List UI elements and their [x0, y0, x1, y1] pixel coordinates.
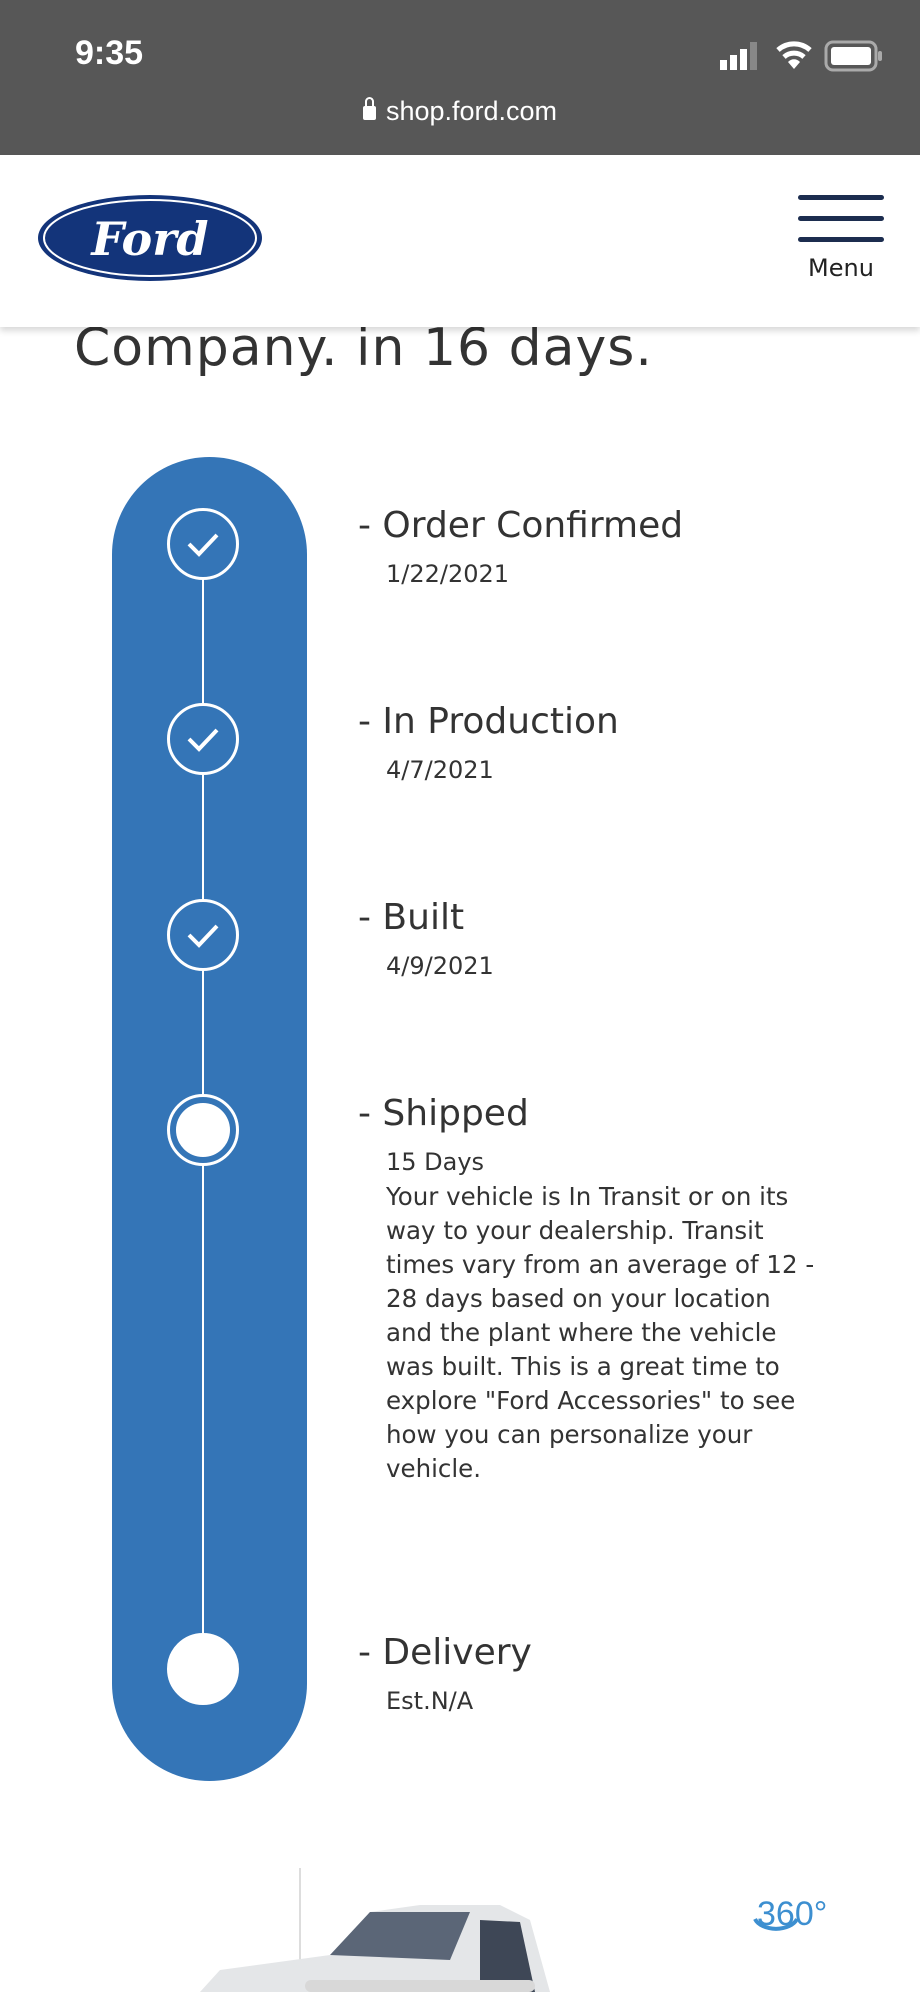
vehicle-image	[200, 1868, 550, 1992]
step-title: - Built	[358, 897, 465, 938]
step-shipped: - Shipped 15 Days Your vehicle is In Tra…	[358, 1093, 816, 1486]
step-duration: 15 Days	[386, 1148, 485, 1176]
step-order-confirmed: - Order Confirmed 1/22/2021	[358, 505, 683, 588]
step-date: 1/22/2021	[386, 560, 510, 588]
rotate-icon	[753, 1917, 799, 1931]
step-description: Your vehicle is In Transit or on its way…	[386, 1182, 815, 1483]
address-bar[interactable]: shop.ford.com	[0, 96, 920, 127]
hamburger-icon-line	[798, 195, 884, 200]
step-title: - In Production	[358, 701, 619, 742]
step-in-production: - In Production 4/7/2021	[358, 701, 619, 784]
lock-icon	[362, 97, 376, 120]
step-date: Est.N/A	[386, 1687, 474, 1715]
step-title: - Shipped	[358, 1093, 529, 1134]
ford-logo[interactable]: Ford	[36, 193, 264, 283]
check-icon	[167, 703, 239, 775]
menu-label: Menu	[808, 254, 874, 282]
menu-button[interactable]: Menu	[798, 195, 884, 282]
svg-text:Ford: Ford	[89, 212, 208, 266]
battery-icon	[824, 40, 882, 72]
hamburger-icon-line	[798, 216, 884, 221]
site-header: Ford Menu	[0, 155, 920, 327]
step-title: - Delivery	[358, 1632, 532, 1673]
page-headline: Company. in 16 days.	[74, 318, 653, 378]
hamburger-icon-line	[798, 237, 884, 242]
current-step-icon	[167, 1094, 239, 1166]
clock: 9:35	[75, 34, 144, 72]
wifi-icon	[776, 41, 812, 69]
step-delivery: - Delivery Est.N/A	[358, 1632, 532, 1715]
status-bar: 9:35 shop.ford.com	[0, 0, 920, 155]
360-view-button[interactable]: 360°	[753, 1895, 827, 1934]
step-built: - Built 4/9/2021	[358, 897, 494, 980]
step-title: - Order Confirmed	[358, 505, 684, 546]
step-date: 4/7/2021	[386, 756, 494, 784]
pending-step-icon	[167, 1633, 239, 1705]
check-icon	[167, 508, 239, 580]
url-text: shop.ford.com	[385, 96, 558, 126]
step-date: 4/9/2021	[386, 952, 494, 980]
signal-icon	[720, 42, 757, 70]
check-icon	[167, 899, 239, 971]
